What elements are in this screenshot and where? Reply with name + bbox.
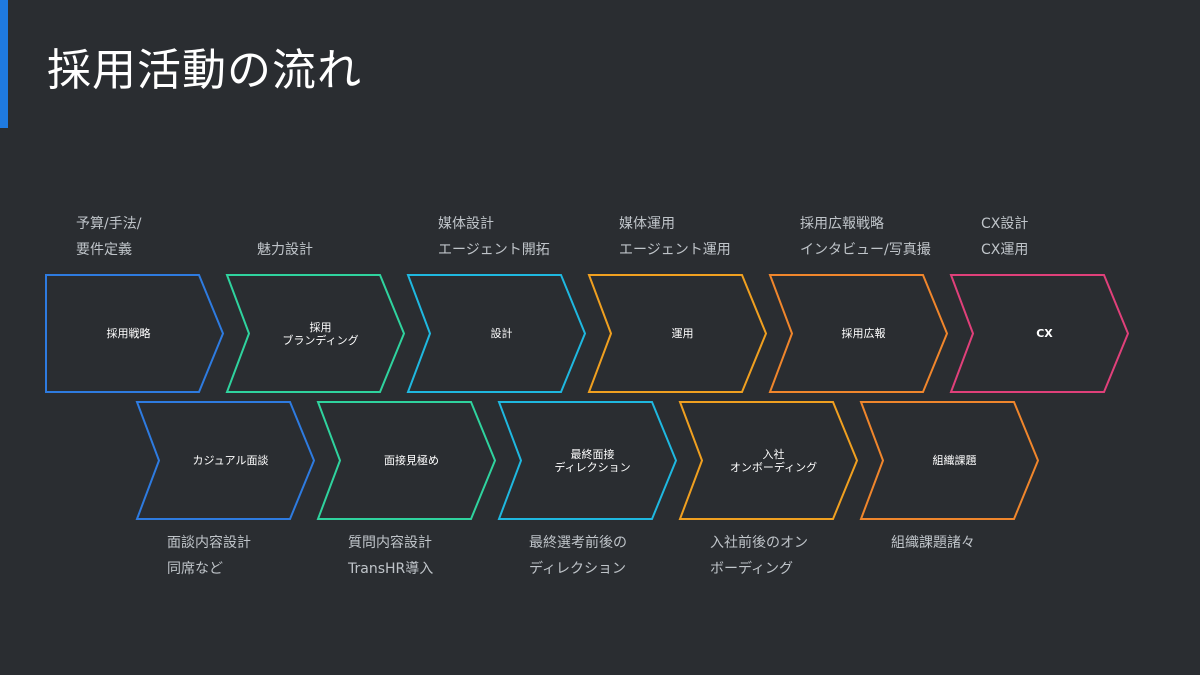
- title-accent-bar: [0, 0, 8, 128]
- step-note: 予算/手法/要件定義: [76, 211, 141, 263]
- step-note-line: 入社前後のオン: [710, 535, 808, 551]
- step-note-line: 組織課題諸々: [891, 535, 975, 551]
- chevron-step-top-row-2: [225, 274, 406, 393]
- step-label: 最終面接ディレクション: [521, 402, 664, 519]
- chevron-step-top-row-3: [406, 274, 587, 393]
- step-note-line: 予算/手法/: [76, 216, 142, 232]
- step-note-line: 最終選考前後の: [529, 535, 627, 551]
- step-label: 面接見極め: [340, 402, 483, 519]
- step-label-line: オンボーディング: [729, 460, 818, 474]
- step-note-line: エージェント開拓: [438, 242, 550, 258]
- step-label: 採用戦略: [46, 275, 211, 392]
- page-title: 採用活動の流れ: [47, 45, 362, 96]
- step-note-line: CX運用: [981, 242, 1029, 258]
- step-note-line: CX設計: [981, 216, 1029, 232]
- chevron-step-bottom-row-5: [859, 401, 1040, 520]
- step-note-line: TransHR導入: [348, 561, 434, 577]
- step-label-line: ディレクション: [554, 460, 631, 474]
- chevron-step-bottom-row-1: [135, 401, 316, 520]
- chevron-step-top-row-6: [949, 274, 1130, 393]
- step-note-line: 同席など: [167, 561, 223, 577]
- step-note: 質問内容設計 TransHR導入: [348, 530, 433, 582]
- step-note: 面談内容設計同席など: [167, 530, 251, 582]
- step-note-line: 媒体設計: [438, 216, 494, 232]
- step-label: 組織課題: [883, 402, 1026, 519]
- step-label: カジュアル面談: [159, 402, 302, 519]
- chevron-step-top-row-1: [45, 274, 225, 393]
- step-label-line: 最終面接: [570, 447, 615, 461]
- step-note: 媒体設計エージェント開拓: [438, 211, 550, 263]
- step-note-line: 媒体運用: [619, 216, 675, 232]
- step-note: 最終選考前後のディレクション: [529, 530, 627, 582]
- step-label-line: 面接見極め: [384, 454, 439, 467]
- chevron-step-bottom-row-2: [316, 401, 497, 520]
- step-note: 採用広報戦略インタビュー/写真撮: [800, 211, 931, 263]
- chevron-step-top-row-5: [768, 274, 949, 393]
- step-note-line: 採用広報戦略: [800, 216, 884, 232]
- step-label: 運用: [611, 275, 754, 392]
- step-label-line: 組織課題: [932, 454, 977, 467]
- step-label: 入社オンボーディング: [702, 402, 845, 519]
- step-label-line: 運用: [671, 327, 694, 340]
- step-label-line: カジュアル面談: [192, 454, 269, 467]
- step-label-line: 入社: [762, 447, 785, 461]
- step-note: CX設計 CX運用: [981, 211, 1028, 263]
- step-label-line: 設計: [490, 327, 513, 340]
- step-note: 入社前後のオンボーディング: [710, 530, 808, 582]
- step-note: 媒体運用エージェント運用: [619, 211, 731, 263]
- step-label-line: CX: [1036, 327, 1053, 340]
- step-note-line: ボーディング: [710, 561, 794, 577]
- step-note-line: インタビュー/写真撮: [800, 242, 931, 258]
- step-note-line: エージェント運用: [619, 242, 731, 258]
- step-label: 設計: [430, 275, 573, 392]
- step-label-line: 採用広報: [841, 327, 886, 340]
- step-label: 採用ブランディング: [249, 275, 392, 392]
- chevron-step-bottom-row-4: [678, 401, 859, 520]
- chevron-step-top-row-4: [587, 274, 768, 393]
- step-label: CX: [973, 275, 1116, 392]
- step-label: 採用広報: [792, 275, 935, 392]
- step-label-line: ブランディング: [282, 333, 359, 347]
- step-label-line: 採用戦略: [106, 327, 151, 340]
- step-note: 組織課題諸々: [891, 530, 975, 556]
- step-note-line: 魅力設計: [257, 242, 313, 258]
- step-note-line: 質問内容設計: [348, 535, 432, 551]
- step-label-line: 採用: [309, 320, 332, 334]
- step-note: 魅力設計: [257, 237, 313, 263]
- step-note-line: 面談内容設計: [167, 535, 251, 551]
- step-note-line: 要件定義: [76, 242, 132, 258]
- chevron-step-bottom-row-3: [497, 401, 678, 520]
- step-note-line: ディレクション: [529, 561, 627, 577]
